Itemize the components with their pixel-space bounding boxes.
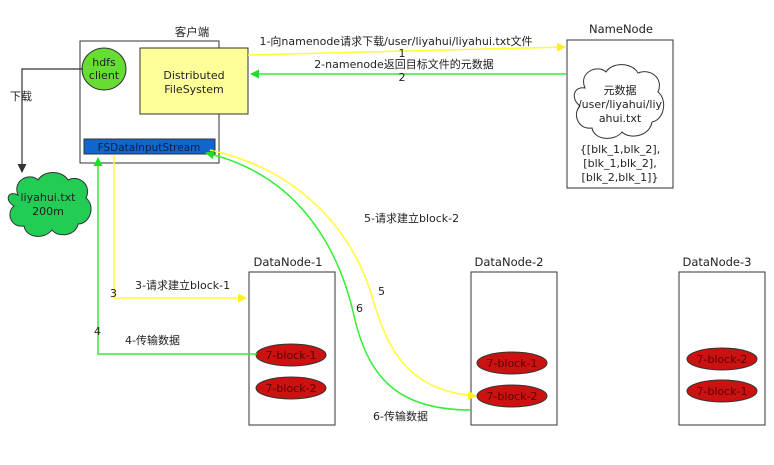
local-file-cloud <box>7 172 92 237</box>
step3-arrow <box>113 155 247 303</box>
metadata-line3: ahui.txt <box>599 112 642 125</box>
metadata-line1: 元数据 <box>604 83 637 97</box>
datanode3-title: DataNode-3 <box>683 255 752 269</box>
distributed-filesystem-box <box>139 47 249 115</box>
step1-arrow <box>247 42 566 56</box>
datanode1-title: DataNode-1 <box>254 255 323 269</box>
blocklist-line3: [blk_2,blk_1]} <box>582 171 659 184</box>
step2-num: 2 <box>399 71 406 84</box>
step4-arrow <box>93 157 257 355</box>
step3-num: 3 <box>110 287 117 300</box>
datanode2-block-b <box>476 384 548 408</box>
step3-label: 3-请求建立block-1 <box>135 278 230 292</box>
dfs-line1: Distributed <box>163 69 224 82</box>
metadata-cloud <box>573 64 665 139</box>
datanode2-block-a-label: 7-block-1 <box>486 357 537 370</box>
download-label: 下载 <box>10 90 32 103</box>
download-arrow <box>17 68 83 173</box>
hdfs-client-line2: client <box>89 69 120 82</box>
datanode2-block-a <box>476 351 548 375</box>
blocklist-line2: [blk_1,blk_2], <box>583 157 656 170</box>
metadata-line2: /user/liyahui/liy <box>578 98 663 111</box>
step5-arrow <box>209 149 477 400</box>
datanode2-title: DataNode-2 <box>475 255 544 269</box>
step5-label: 5-请求建立block-2 <box>364 211 459 225</box>
step2-label: 2-namenode返回目标文件的元数据 <box>314 57 494 71</box>
datanode1-block-b <box>255 376 327 400</box>
datanode3-block-a-label: 7-block-2 <box>696 353 747 366</box>
datanode3-block-b <box>686 379 758 403</box>
local-file-line1: liyahui.txt <box>21 191 77 204</box>
hdfs-client-line1: hdfs <box>92 56 116 69</box>
step6-label: 6-传输数据 <box>373 409 428 423</box>
step1-num: 1 <box>399 47 406 60</box>
fsdatainputstream-label: FSDataInputStream <box>98 142 201 154</box>
datanode2-block-b-label: 7-block-2 <box>486 390 537 403</box>
step6-arrow <box>205 150 472 411</box>
fsdatainputstream-box <box>83 138 216 155</box>
step5-num: 5 <box>378 285 385 298</box>
datanode1-block-b-label: 7-block-2 <box>265 382 316 395</box>
datanode1-block-a <box>255 343 327 367</box>
local-file-line2: 200m <box>32 205 64 218</box>
step6-num: 6 <box>356 302 363 315</box>
step1-label: 1-向namenode请求下载/user/liyahui/liyahui.txt… <box>259 34 532 48</box>
step4-label: 4-传输数据 <box>125 333 180 347</box>
blocklist-line1: {[blk_1,blk_2], <box>580 143 660 156</box>
client-title: 客户端 <box>175 25 210 39</box>
dfs-line2: FileSystem <box>164 83 223 96</box>
datanode1-block-a-label: 7-block-1 <box>265 349 316 362</box>
datanode3-block-b-label: 7-block-1 <box>696 385 747 398</box>
namenode-title: NameNode <box>589 22 653 36</box>
step4-num: 4 <box>94 325 101 338</box>
datanode3-block-a <box>686 347 758 371</box>
